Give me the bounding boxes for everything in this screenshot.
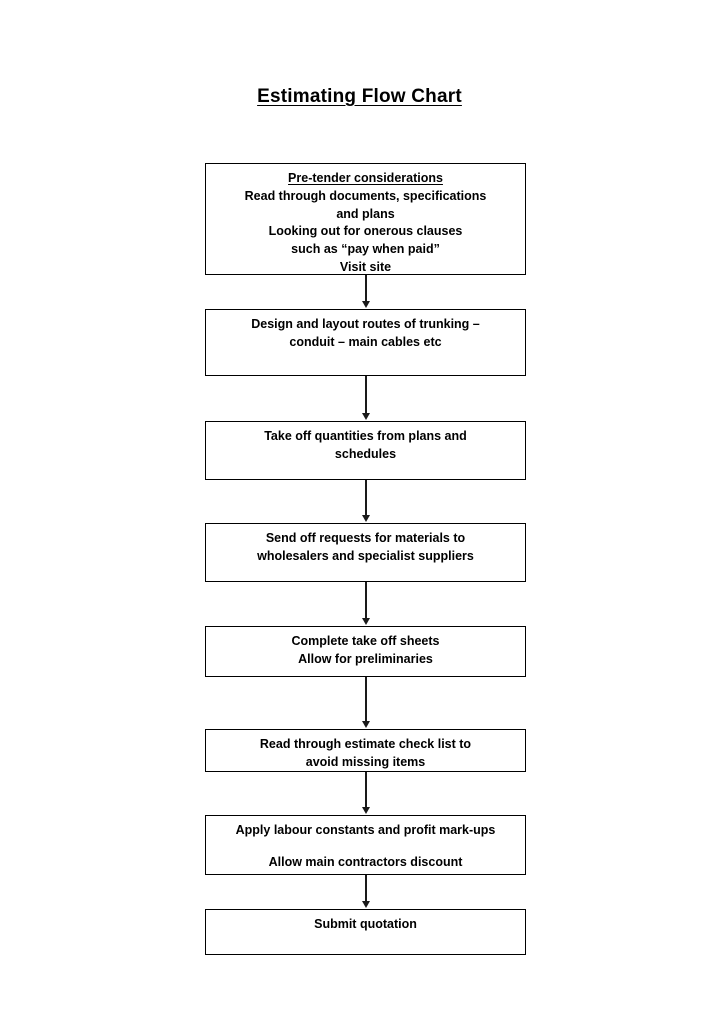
arrow-head-icon: [362, 901, 370, 908]
flow-node-complete-take-off-sheets[interactable]: Complete take off sheets Allow for preli…: [205, 626, 526, 677]
flow-node-line: Read through documents, specifications: [244, 188, 487, 203]
flow-node-line: Design and layout routes of trunking –: [251, 317, 480, 331]
flow-arrow-5: [362, 677, 370, 728]
flow-node-line: Complete take off sheets: [291, 634, 440, 648]
arrow-stem: [365, 875, 367, 902]
arrow-head-icon: [362, 721, 370, 728]
flow-node-line: conduit – main cables etc: [289, 334, 442, 349]
flow-node-line: Apply labour constants and profit mark-u…: [235, 823, 496, 837]
page-title-text: Estimating Flow Chart: [257, 86, 462, 107]
flow-node-line: wholesalers and specialist suppliers: [257, 548, 474, 563]
flow-node-line: avoid missing items: [305, 754, 426, 769]
flow-node-take-off-quantities[interactable]: Take off quantities from plans and sched…: [205, 421, 526, 480]
flow-arrow-4: [362, 582, 370, 625]
flow-arrow-3: [362, 480, 370, 522]
flow-node-submit-quotation[interactable]: Submit quotation: [205, 909, 526, 955]
flow-node-pre-tender-considerations[interactable]: Pre-tender considerations Read through d…: [205, 163, 526, 275]
flow-node-line: Visit site: [339, 259, 392, 274]
flow-node-line-blank: [206, 840, 525, 854]
flow-arrow-7: [362, 875, 370, 908]
arrow-head-icon: [362, 301, 370, 308]
flow-node-send-off-requests[interactable]: Send off requests for materials to whole…: [205, 523, 526, 582]
flow-node-line: Allow main contractors discount: [268, 854, 463, 869]
arrow-stem: [365, 582, 367, 619]
flow-node-line: such as “pay when paid”: [291, 242, 440, 256]
arrow-stem: [365, 480, 367, 516]
flow-node-line: Pre-tender considerations: [288, 171, 443, 185]
flow-node-line: Send off requests for materials to: [265, 531, 466, 545]
flow-node-line: Read through estimate check list to: [259, 737, 472, 751]
arrow-head-icon: [362, 413, 370, 420]
arrow-head-icon: [362, 515, 370, 522]
arrow-stem: [365, 275, 367, 302]
flow-arrow-1: [362, 275, 370, 308]
arrow-stem: [365, 772, 367, 808]
flow-arrow-6: [362, 772, 370, 814]
arrow-stem: [365, 677, 367, 722]
page-title: Estimating Flow Chart: [0, 86, 719, 108]
flow-node-line: and plans: [336, 206, 395, 221]
arrow-stem: [365, 376, 367, 414]
flow-node-line: Take off quantities from plans and: [264, 429, 467, 443]
flow-node-line: Allow for preliminaries: [298, 651, 433, 666]
flow-node-read-estimate-check-list[interactable]: Read through estimate check list to avoi…: [205, 729, 526, 772]
flow-node-apply-labour-constants[interactable]: Apply labour constants and profit mark-u…: [205, 815, 526, 875]
flow-arrow-2: [362, 376, 370, 420]
flow-node-line: schedules: [334, 446, 397, 461]
flow-node-line: Submit quotation: [314, 917, 417, 931]
flow-node-design-and-layout[interactable]: Design and layout routes of trunking – c…: [205, 309, 526, 376]
flow-node-line: Looking out for onerous clauses: [268, 224, 463, 239]
arrow-head-icon: [362, 807, 370, 814]
arrow-head-icon: [362, 618, 370, 625]
